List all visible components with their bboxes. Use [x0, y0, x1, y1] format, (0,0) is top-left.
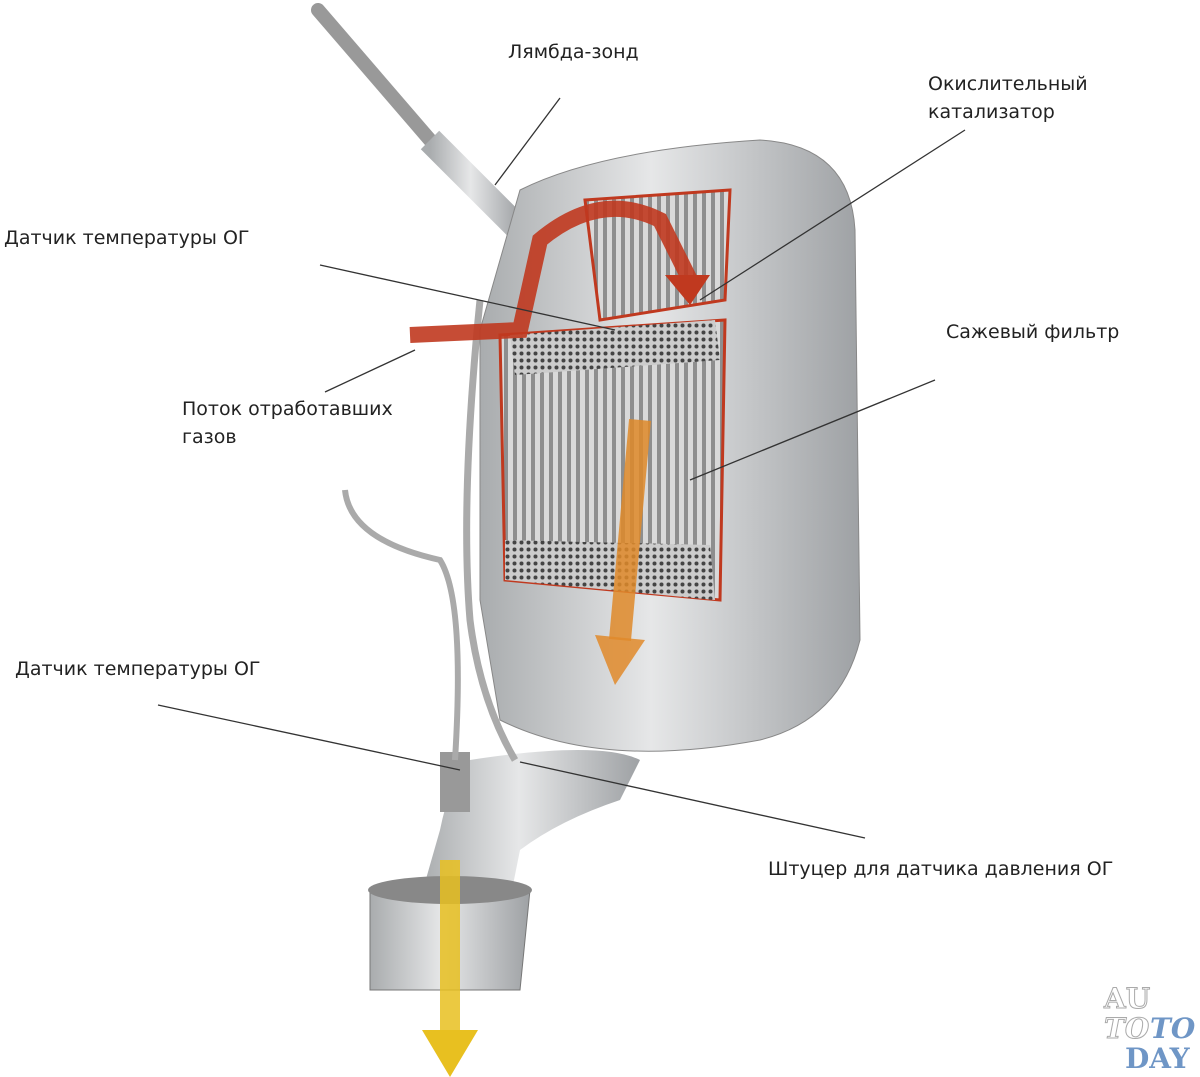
leader-lines	[157, 97, 966, 839]
label-oxidation-catalyst-1: Окислительный	[928, 73, 1088, 95]
flow-arrows	[409, 200, 710, 1077]
label-exhaust-flow-2: газов	[182, 426, 237, 448]
watermark-line1: AU	[1103, 982, 1151, 1015]
label-temp-sensor-top: Датчик температуры ОГ	[4, 227, 250, 249]
label-oxidation-catalyst-2: катализатор	[928, 101, 1055, 123]
cutaway	[498, 188, 732, 602]
label-exhaust-flow-1: Поток отработавших	[182, 398, 393, 420]
watermark-line2a: TO	[1103, 1012, 1150, 1045]
watermark-line3: DAY	[1125, 1042, 1190, 1075]
label-soot-filter: Сажевый фильтр	[946, 321, 1120, 343]
watermark-line2b: TO	[1150, 1012, 1196, 1045]
outlet-pipe	[342, 299, 640, 991]
label-lambda-probe: Лямбда-зонд	[508, 41, 639, 63]
label-temp-sensor-bottom: Датчик температуры ОГ	[15, 658, 261, 680]
lambda-probe	[311, 3, 530, 240]
label-pressure-fitting: Штуцер для датчика давления ОГ	[768, 858, 1114, 880]
